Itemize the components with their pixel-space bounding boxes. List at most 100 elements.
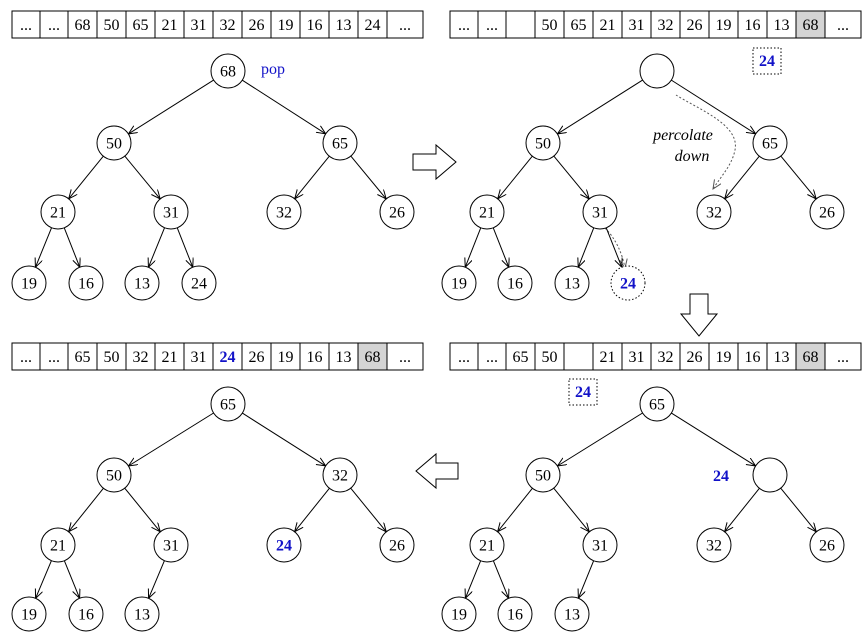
right-arrow-icon	[412, 143, 457, 181]
tree-node	[210, 53, 246, 89]
array-cell	[270, 10, 301, 39]
tree-edge	[465, 560, 482, 598]
array-cell-value: 13	[336, 17, 352, 34]
array-cell-value: ...	[458, 349, 470, 366]
held-value-box	[568, 378, 598, 406]
array-cell-value: 68	[365, 349, 381, 366]
tree-node	[752, 125, 788, 161]
tree-edge	[492, 560, 508, 598]
tree-node-label: 31	[592, 205, 608, 222]
tree-edge	[35, 227, 53, 268]
tree-node-label: 50	[106, 136, 122, 153]
array-cell-value: 26	[687, 17, 703, 34]
array-cell	[621, 342, 652, 371]
array-cell	[766, 10, 797, 39]
tree-node-label: 16	[78, 276, 94, 293]
array-cell	[592, 10, 623, 39]
tree-edge	[553, 155, 589, 199]
array-cell	[299, 342, 330, 371]
array-cell-value: 50	[104, 349, 120, 366]
tree-node-label: 13	[564, 276, 580, 293]
tree-node-label: 21	[50, 538, 66, 555]
array-cell	[563, 342, 594, 371]
tree-node	[469, 527, 505, 563]
tree-node	[554, 265, 590, 301]
tree-node	[124, 265, 160, 301]
array-cell-value: 65	[571, 17, 587, 34]
tree-node-label: 65	[332, 136, 348, 153]
tree-edge	[63, 227, 80, 267]
array-cell	[824, 10, 862, 39]
array-cell-value: 31	[629, 17, 645, 34]
tree-edge	[124, 487, 161, 532]
tree-node-label: 13	[564, 607, 580, 624]
array-cell	[766, 342, 797, 371]
empty-tree-node	[639, 53, 675, 89]
array-cell-value: ...	[458, 17, 470, 34]
tree-edge	[725, 155, 760, 199]
array-cell	[125, 10, 156, 39]
pop-label: pop	[261, 61, 285, 78]
array-cell	[212, 342, 243, 371]
array-cell	[328, 10, 359, 39]
tree-edge	[148, 227, 166, 268]
tree-node	[497, 265, 533, 301]
array-cell-value: 32	[658, 349, 674, 366]
left-arrow-icon	[415, 452, 459, 490]
array-cell	[449, 342, 479, 371]
array-cell-value: 26	[687, 349, 703, 366]
tree-edge	[780, 487, 817, 532]
array-cell	[357, 10, 388, 39]
array-cell-value: 32	[220, 17, 236, 34]
tree-node	[210, 386, 246, 422]
tree-node-label: 24	[276, 538, 292, 555]
array-cell-value: ...	[48, 349, 60, 366]
tree-edge	[578, 560, 595, 598]
tree-node-label: 16	[507, 276, 523, 293]
array-cell	[621, 10, 652, 39]
array-cell	[534, 10, 565, 39]
tree-edge	[124, 155, 160, 199]
array-cell-value: 21	[600, 349, 616, 366]
tree-node-label: 16	[507, 607, 523, 624]
array-cell	[650, 342, 681, 371]
array-cell-value: ...	[486, 17, 498, 34]
tree-node	[96, 457, 132, 493]
tree-node	[40, 194, 76, 230]
tree-node	[639, 386, 675, 422]
array-cell-value: ...	[837, 349, 849, 366]
array-cell	[795, 10, 826, 39]
tree-node-label: 65	[649, 397, 665, 414]
tree-node	[181, 265, 217, 301]
array-cell	[505, 10, 536, 39]
array-cell-value: ...	[399, 17, 411, 34]
tree-node	[469, 194, 505, 230]
tree-edge	[128, 412, 214, 466]
held-value-box-label: 24	[575, 384, 591, 401]
array-cell	[357, 342, 388, 371]
tree-edge	[725, 487, 760, 531]
array-cell-value: 65	[133, 17, 149, 34]
tree-node	[696, 194, 732, 230]
array-cell-value: ...	[48, 17, 60, 34]
tree-node-label: 26	[389, 205, 405, 222]
held-value-side-label: 24	[713, 468, 729, 485]
tree-edge	[498, 155, 533, 199]
tree-edge	[780, 155, 816, 199]
array-cell-value: 13	[774, 349, 790, 366]
tree-node	[11, 265, 47, 301]
array-cell	[737, 10, 768, 39]
tree-node-label: 32	[332, 468, 348, 485]
removed-value-box-label: 24	[759, 53, 775, 70]
tree-node	[809, 527, 845, 563]
tree-edge	[149, 560, 165, 599]
tree-node-label: 31	[163, 205, 179, 222]
tree-node	[266, 527, 302, 563]
array-cell-value: 16	[745, 17, 761, 34]
array-cell-value: ...	[486, 349, 498, 366]
tree-node	[610, 265, 646, 301]
tree-edge	[671, 79, 755, 134]
array-cell-value: ...	[399, 349, 411, 366]
tree-node	[124, 596, 160, 632]
